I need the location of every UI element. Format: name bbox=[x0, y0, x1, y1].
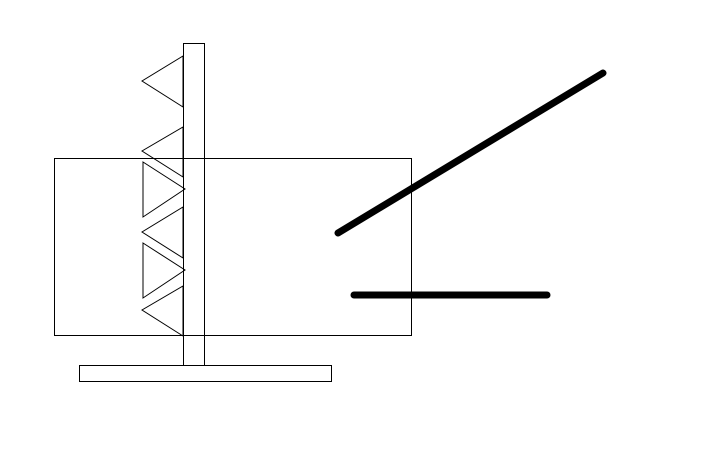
base-plate bbox=[79, 365, 332, 382]
thick-diagonal-line bbox=[334, 69, 607, 237]
triangle-5 bbox=[142, 242, 186, 299]
triangle-6 bbox=[141, 285, 184, 337]
large-rectangle bbox=[54, 158, 412, 336]
triangle-2 bbox=[141, 126, 184, 178]
triangle-3 bbox=[142, 161, 186, 218]
triangle-1 bbox=[141, 55, 184, 108]
triangle-4 bbox=[141, 206, 184, 259]
vertical-mast bbox=[183, 43, 205, 366]
